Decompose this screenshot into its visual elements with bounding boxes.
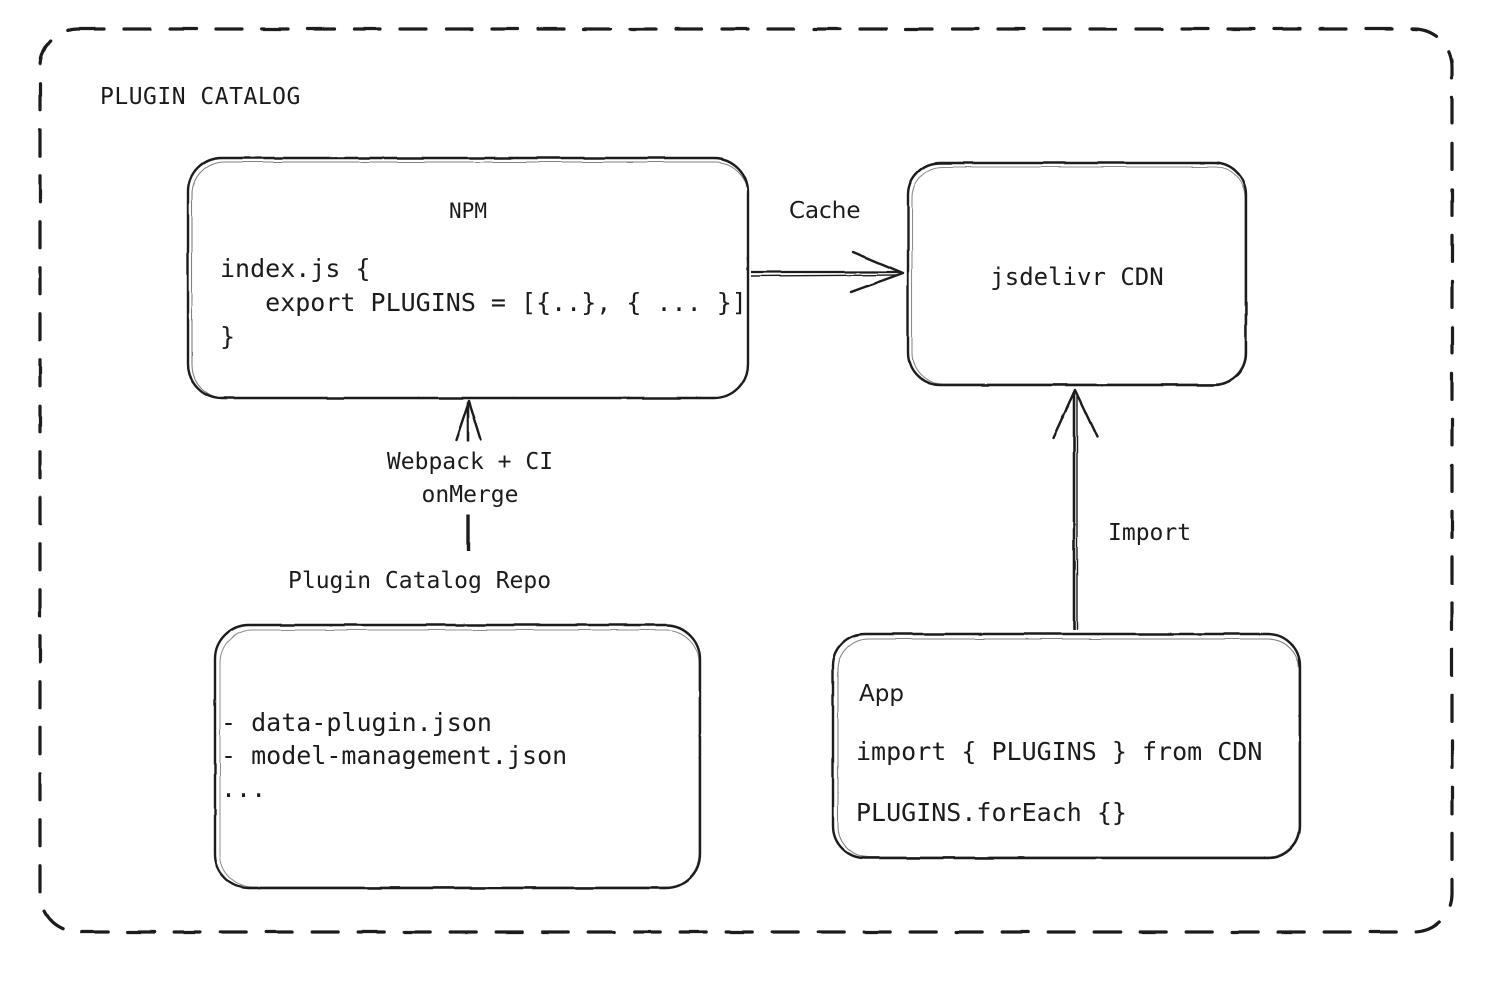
plugin-catalog-group-border <box>38 27 1454 934</box>
repo-node-caption: Plugin Catalog Repo <box>288 568 552 594</box>
cdn-node-title: jsdelivr CDN <box>990 263 1164 291</box>
cache-edge-label: Cache <box>789 198 861 224</box>
group-title: PLUGIN CATALOG <box>100 84 301 110</box>
import-edge-label: Import <box>1108 520 1192 546</box>
cache-arrow <box>750 250 905 294</box>
npm-code-block: index.js { export PLUGINS = [{..}, { ...… <box>220 254 747 351</box>
app-import-line: import { PLUGINS } from CDN <box>856 737 1263 766</box>
npm-box-shape <box>186 156 750 400</box>
build-arrow <box>454 399 483 551</box>
cdn-box-shape <box>906 161 1248 387</box>
repo-box-shape <box>213 623 702 890</box>
import-arrow <box>1051 388 1099 630</box>
npm-node-title: NPM <box>449 199 487 223</box>
app-foreach-line: PLUGINS.forEach {} <box>856 798 1127 827</box>
repo-file-list: - data-plugin.json - model-management.js… <box>221 708 568 803</box>
app-box-shape <box>831 632 1302 860</box>
app-node-title: App <box>859 681 904 707</box>
build-edge-label: Webpack + CI onMerge <box>386 449 554 508</box>
